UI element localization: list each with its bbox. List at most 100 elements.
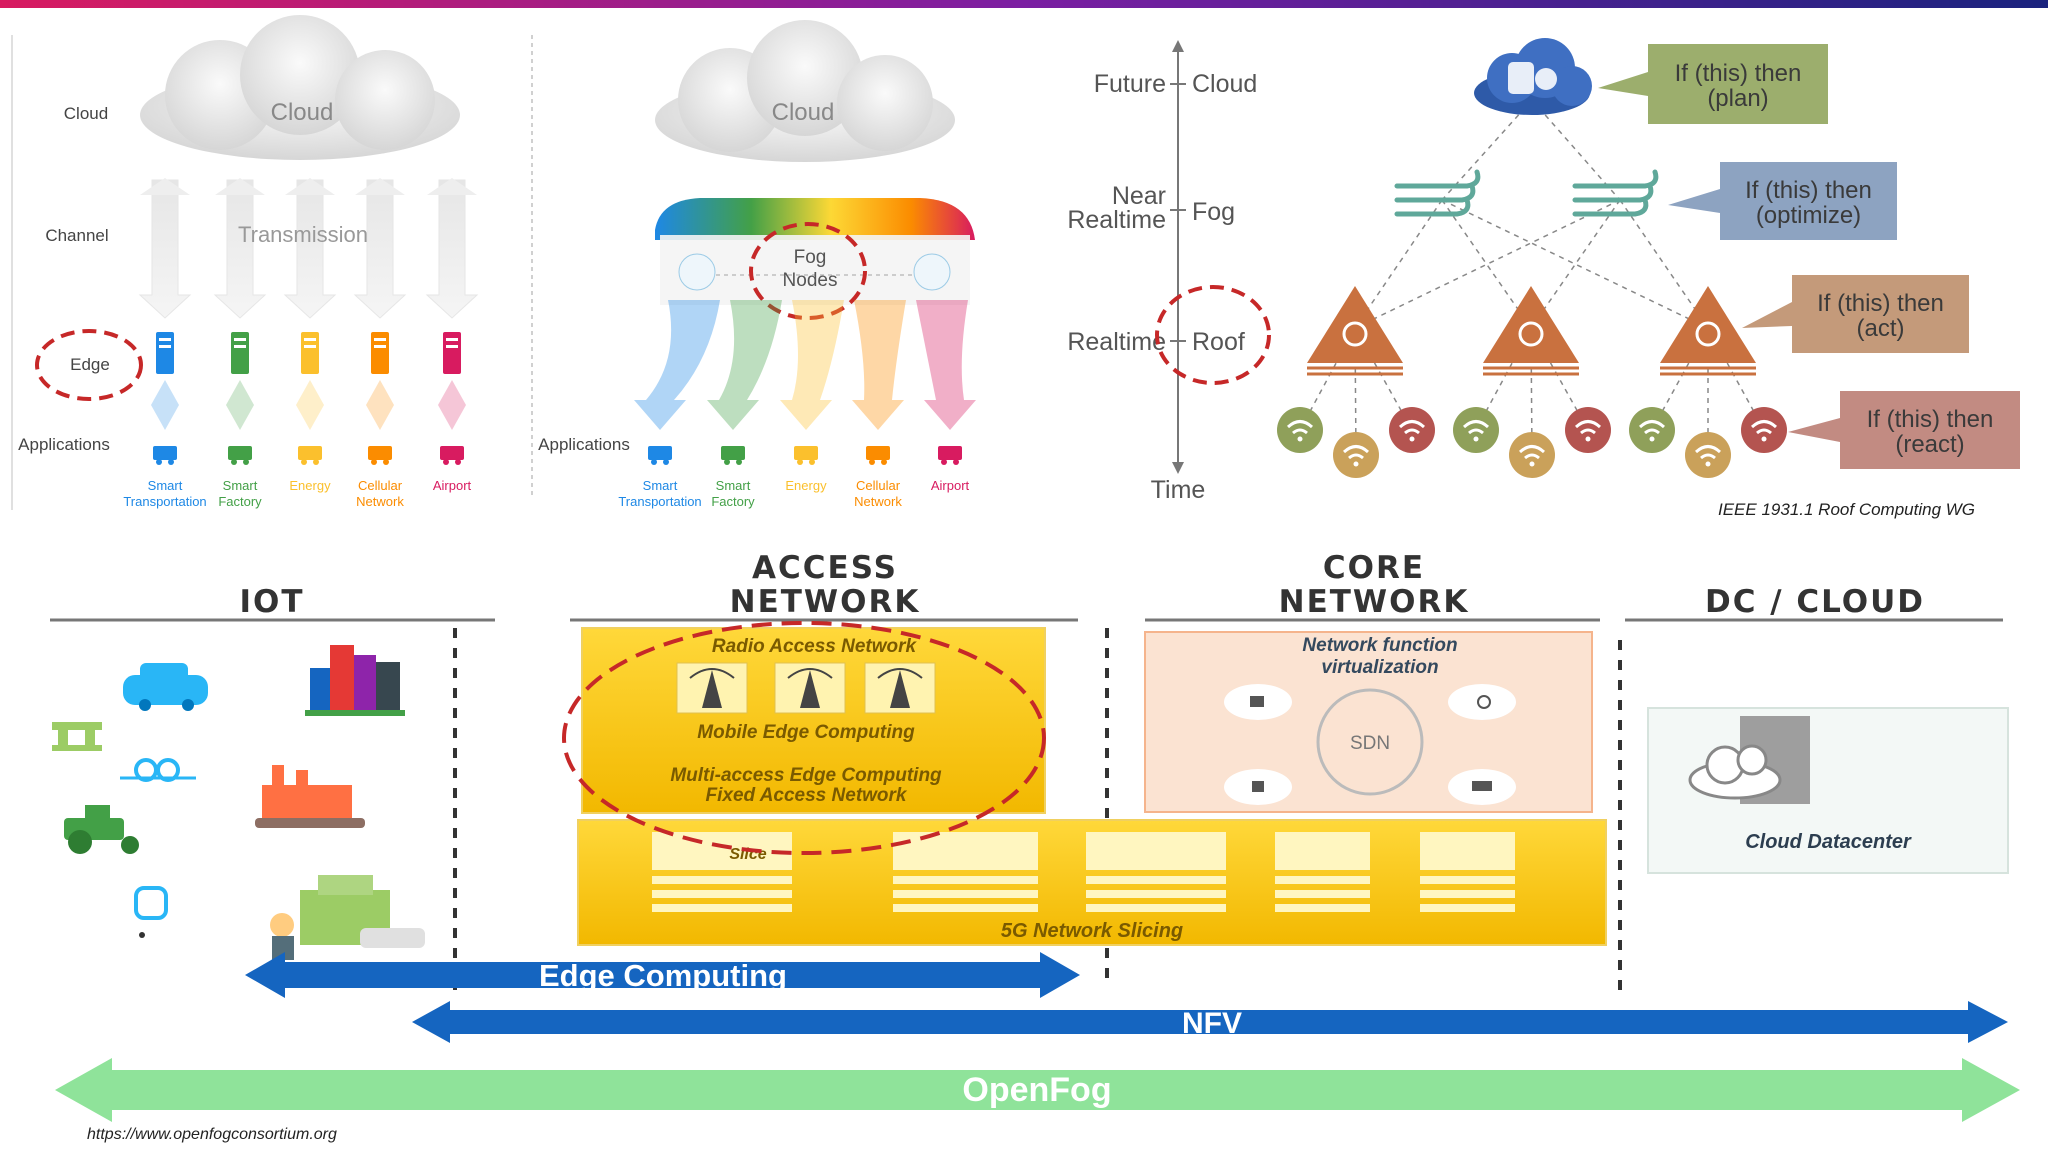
slicing-label: 5G Network Slicing: [1001, 920, 1183, 942]
top-accent-bar: [0, 0, 2048, 8]
up-arrow-head: [427, 178, 477, 195]
slice-block: [1420, 832, 1515, 912]
row-label-channel: Channel: [45, 226, 108, 245]
nfv-cloud-icons: [1224, 684, 1516, 805]
slice-block: [1086, 832, 1226, 912]
sdn-label: SDN: [1350, 733, 1390, 754]
callout-line-1: If (this) then: [1745, 177, 1872, 204]
app-label: Cellular: [856, 478, 901, 493]
app-label: Airport: [931, 478, 970, 493]
slice-block: [1275, 832, 1370, 912]
radio-tower-icon: [774, 662, 846, 714]
header-access-1: ACCESS: [752, 550, 898, 586]
fan-label: Fixed Access Network: [706, 785, 908, 806]
fog-flow-arrow: [780, 300, 844, 430]
header-core-1: CORE: [1323, 550, 1425, 586]
openfog-label: OpenFog: [962, 1071, 1111, 1109]
wifi-sensor-icon: [1277, 407, 1323, 453]
down-arrow: [425, 179, 479, 319]
app-label-2: Transportation: [123, 494, 206, 509]
radio-tower-icon: [864, 662, 936, 714]
hierarchy-links: [1299, 99, 1765, 456]
wifi-sensor-icon: [1565, 407, 1611, 453]
nfv-label: NFV: [1182, 1007, 1242, 1040]
fog-flow-arrow: [852, 300, 906, 430]
app-icon: [721, 446, 745, 465]
header-iot: IOT: [239, 584, 304, 620]
sensor-wifi-icons: [1277, 407, 1787, 478]
row-label-edge: Edge: [70, 355, 110, 374]
roof-node-icon: [1660, 286, 1756, 376]
transmission-label: Transmission: [238, 222, 368, 247]
buildings-icon: [305, 645, 405, 716]
tier-fog-label: Fog: [1192, 198, 1235, 226]
roof-triangle-icons: [1307, 286, 1756, 376]
row-label-cloud: Cloud: [64, 104, 108, 123]
windmill-icon: [298, 446, 322, 465]
realtime-label: Realtime: [1067, 328, 1166, 356]
callouts: If (this) then(plan)If (this) then(optim…: [1598, 44, 2020, 469]
app-icon: [648, 446, 672, 465]
truck-icon: [153, 446, 177, 465]
wifi-sensor-icon: [1453, 407, 1499, 453]
cloud-label: Cloud: [271, 99, 334, 126]
app-label-2: Network: [356, 494, 404, 509]
callout-line-2: (optimize): [1756, 202, 1861, 229]
mac-label: Multi-access Edge Computing: [670, 765, 942, 786]
factory-icon: [255, 765, 365, 828]
slice-block: [893, 832, 1038, 912]
car-icon: [123, 663, 208, 711]
wifi-sensor-icon: [1389, 407, 1435, 453]
radio-towers: [676, 662, 936, 714]
credit-text: IEEE 1931.1 Roof Computing WG: [1718, 500, 1975, 519]
oil-pump-icon: [52, 722, 102, 751]
app-label-2: Factory: [218, 494, 262, 509]
link-line: [1441, 199, 1709, 329]
phone-icon: [368, 446, 392, 465]
plane-icon: [440, 446, 464, 465]
wifi-sensor-icon: [1741, 407, 1787, 453]
slice-block: [652, 832, 792, 912]
app-label-2: Factory: [711, 494, 755, 509]
iot-icons: [52, 645, 425, 960]
app-icon: [938, 446, 962, 465]
network-slices: [652, 832, 1515, 912]
fog-flow-arrow: [916, 300, 976, 430]
app-icon: [794, 446, 818, 465]
footer-url: https://www.openfogconsortium.org: [87, 1126, 337, 1143]
fog-label: Fog: [794, 247, 827, 268]
edge-computing-label: Edge Computing: [539, 958, 787, 993]
fog-wind-icons: [1394, 169, 1659, 217]
app-label: Airport: [433, 478, 472, 493]
app-label: Smart: [643, 478, 678, 493]
up-arrow-head: [140, 178, 190, 195]
openfog-arrow: [55, 1058, 2020, 1122]
near-label: Near: [1112, 182, 1166, 210]
sdn-ring: [1316, 688, 1424, 796]
callout-line-1: If (this) then: [1817, 290, 1944, 317]
fog-node-icon: [913, 253, 951, 291]
roof-node-icon: [1483, 286, 1579, 376]
panel-fog: Cloud Fog Nodes Applications SmartTransp…: [538, 20, 976, 509]
down-arrow: [283, 179, 337, 319]
cloud-label-2: Cloud: [772, 99, 835, 126]
factory-icon: [228, 446, 252, 465]
tractor-icon: [64, 805, 139, 854]
app-label: Smart: [716, 478, 751, 493]
hospital-icon: [270, 875, 425, 960]
wind-fog-icon: [1394, 169, 1481, 217]
app-label: Energy: [785, 478, 827, 493]
app-label-2: Network: [854, 494, 902, 509]
link-line: [1441, 99, 1533, 201]
wind-fog-icon: [1572, 169, 1659, 217]
panel-roof: Future Cloud Near Realtime Fog Realtime …: [1067, 38, 2020, 519]
ran-label: Radio Access Network: [712, 636, 918, 657]
callout-line-2: (react): [1895, 431, 1964, 458]
edge-server-icon: [366, 332, 394, 430]
mec-highlight-circle: [562, 621, 1046, 855]
nodes-label: Nodes: [783, 270, 838, 291]
wifi-sensor-icon: [1509, 432, 1555, 478]
link-line: [1354, 199, 1621, 329]
